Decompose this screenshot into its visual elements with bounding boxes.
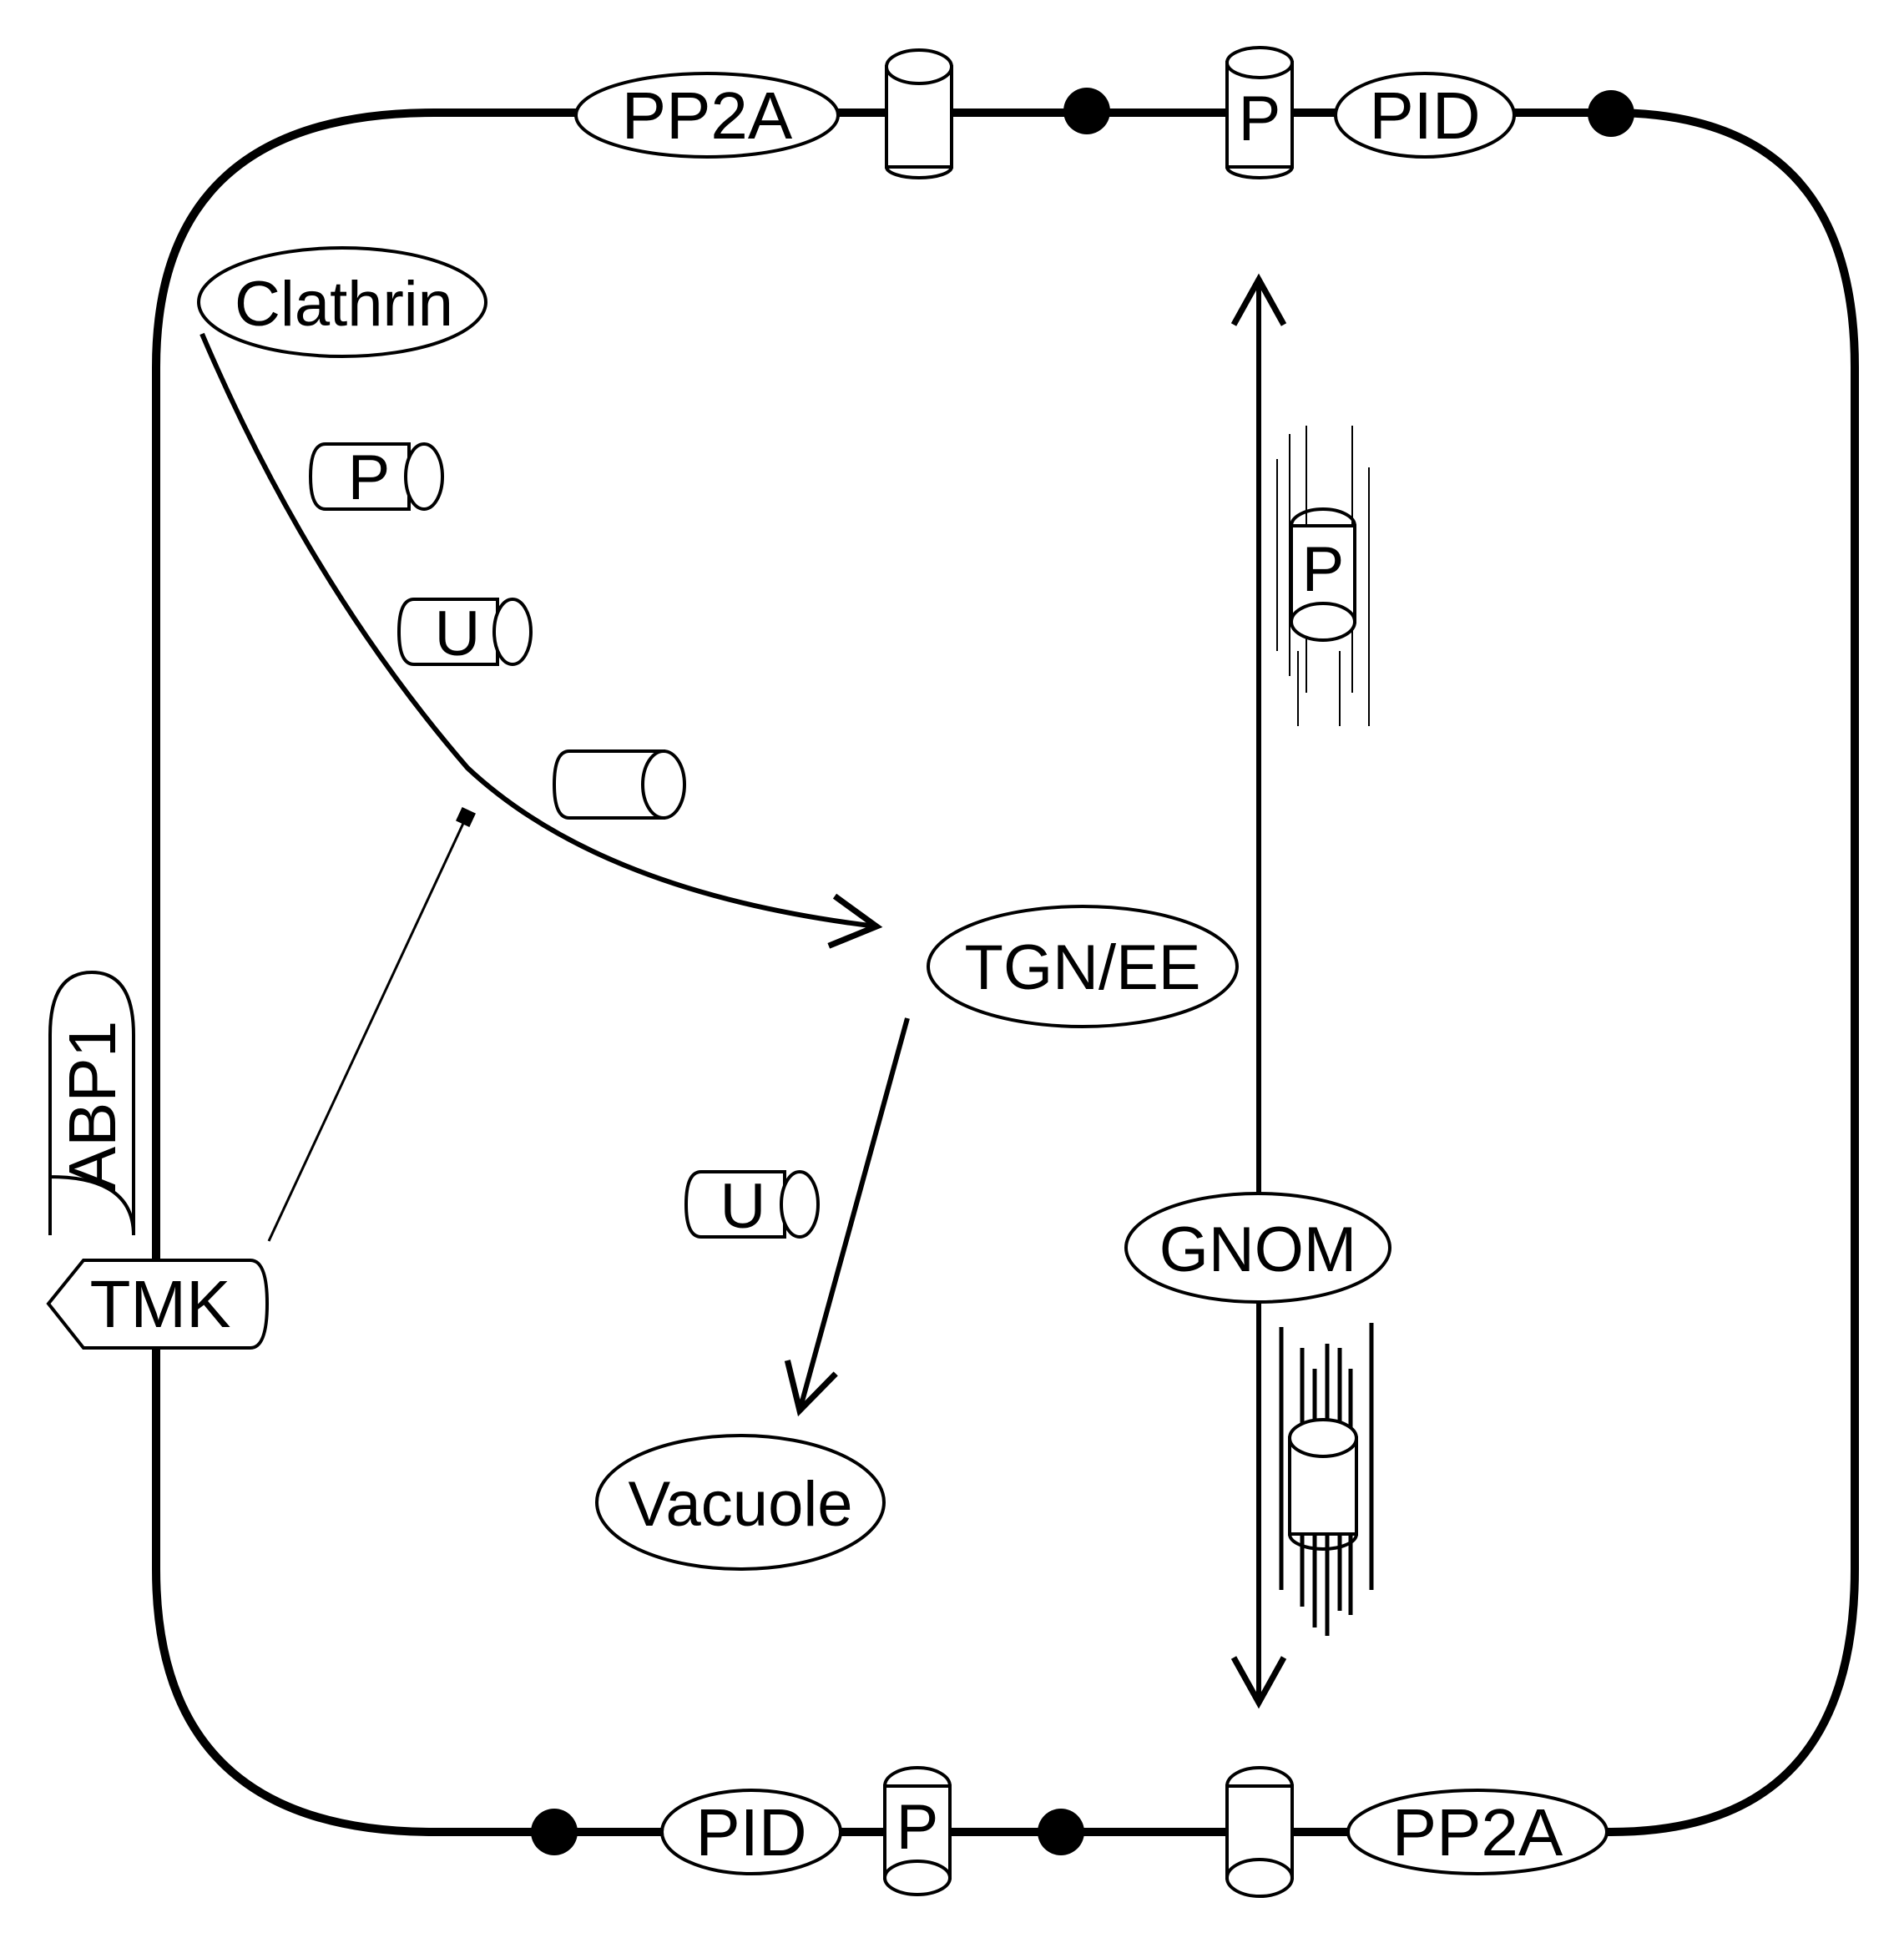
abp1-receptor: ABP1 bbox=[48, 970, 135, 1236]
pp2a-bottom: PP2A bbox=[1346, 1789, 1609, 1875]
svg-text:U: U bbox=[720, 1171, 766, 1242]
svg-text:P: P bbox=[1302, 534, 1345, 605]
svg-text:PP2A: PP2A bbox=[622, 78, 793, 153]
membrane-dot-bottom-1 bbox=[531, 1809, 578, 1855]
pid-bottom: PID bbox=[660, 1789, 842, 1875]
svg-text:Vacuole: Vacuole bbox=[628, 1469, 852, 1540]
svg-text:PID: PID bbox=[695, 1795, 806, 1870]
pp2a-top: PP2A bbox=[574, 72, 840, 159]
clathrin-node: Clathrin bbox=[197, 246, 487, 358]
gnom-node: GNOM bbox=[1124, 1192, 1391, 1304]
endocytosis-arrow bbox=[199, 332, 883, 949]
svg-text:Clathrin: Clathrin bbox=[235, 269, 453, 340]
pin-transporter-bottom-right bbox=[1225, 1766, 1294, 1898]
svg-text:P: P bbox=[348, 442, 391, 513]
cell-membrane bbox=[152, 108, 1859, 1836]
tmk-receptor: TMK bbox=[46, 1259, 270, 1350]
vacuolar-degradation-arrow bbox=[784, 1017, 910, 1417]
pin-endocytosed-phosphorylated: P bbox=[308, 442, 444, 513]
svg-text:PID: PID bbox=[1369, 78, 1480, 153]
pin-endocytosed bbox=[552, 749, 686, 820]
pin-endocytosed-ubiquitinated: U bbox=[396, 598, 533, 669]
svg-text:TGN/EE: TGN/EE bbox=[965, 932, 1201, 1003]
membrane-dot-bottom-2 bbox=[1038, 1809, 1084, 1855]
vacuole-node: Vacuole bbox=[595, 1434, 886, 1571]
tmk-inhibition-line bbox=[267, 817, 467, 1242]
inhibition-bar bbox=[456, 807, 476, 827]
pin-recycling-down bbox=[1288, 1418, 1358, 1551]
svg-text:P: P bbox=[1239, 83, 1281, 154]
svg-text:P: P bbox=[896, 1792, 939, 1863]
svg-text:U: U bbox=[435, 598, 481, 669]
pin-ubiquitinated-to-vacuole: U bbox=[684, 1170, 820, 1242]
svg-text:TMK: TMK bbox=[90, 1267, 231, 1341]
pin-recycling-up-phosphorylated: P bbox=[1290, 507, 1356, 642]
svg-text:GNOM: GNOM bbox=[1159, 1214, 1356, 1285]
pin-transporter-bottom-phosphorylated: P bbox=[883, 1766, 952, 1896]
svg-text:ABP1: ABP1 bbox=[55, 1021, 129, 1192]
svg-text:PP2A: PP2A bbox=[1392, 1795, 1563, 1870]
pin-transporter-top-left bbox=[885, 48, 953, 179]
membrane-dot-top-2 bbox=[1588, 90, 1634, 137]
tgn-ee-node: TGN/EE bbox=[927, 905, 1239, 1028]
pin-transporter-top-phosphorylated: P bbox=[1225, 46, 1294, 179]
pid-top: PID bbox=[1334, 72, 1516, 159]
membrane-dot-top-1 bbox=[1063, 88, 1110, 134]
